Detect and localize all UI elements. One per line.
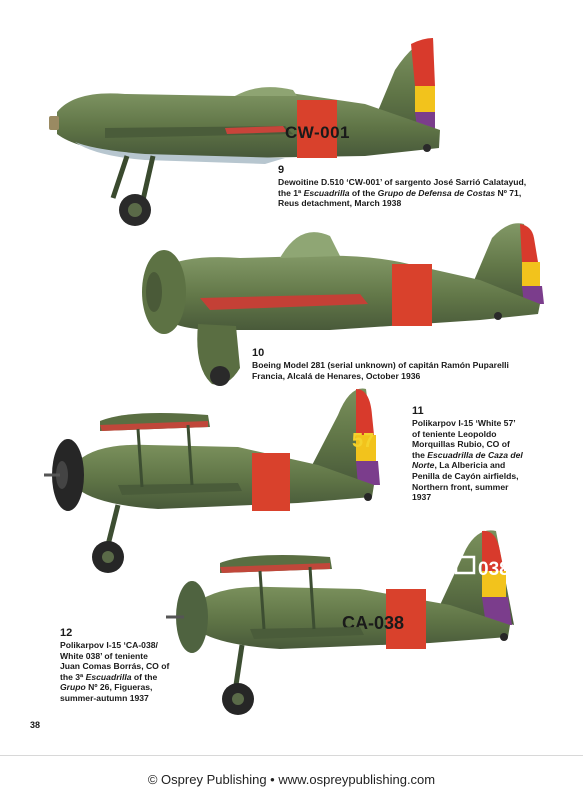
caption-line: White 038’ of teniente bbox=[60, 651, 169, 662]
tail-flag bbox=[520, 224, 544, 304]
caption-line: Polikarpov I-15 ‘CA-038/ bbox=[60, 640, 169, 651]
fuselage-band-red bbox=[392, 264, 432, 326]
plate-number: 9 bbox=[278, 164, 285, 176]
caption-text: White 038’ of teniente bbox=[60, 650, 148, 661]
caption-line: the Escuadrilla de Caza del bbox=[412, 450, 523, 461]
caption-italic-text: Escuadrilla bbox=[85, 671, 132, 682]
caption-line: the 1ª Escuadrilla of the Grupo de Defen… bbox=[278, 188, 526, 199]
white-square-marking bbox=[454, 555, 476, 575]
caption-line: Boeing Model 281 (serial unknown) of cap… bbox=[252, 360, 509, 371]
caption-line: Grupo Nº 26, Figueras, bbox=[60, 682, 169, 693]
publisher-footer: © Osprey Publishing • www.ospreypublishi… bbox=[147, 772, 436, 787]
caption-text: Francia, Alcalá de Henares, October 1936 bbox=[252, 370, 421, 381]
caption-text: Dewoitine D.510 ‘CW-001’ of sargento Jos… bbox=[278, 177, 527, 187]
caption-line: Juan Comas Borrás, CO of bbox=[60, 661, 169, 672]
caption-italic-text: Grupo de Defensa de Costas bbox=[377, 187, 496, 198]
fuselage-band-red bbox=[252, 453, 290, 511]
caption-text: Polikarpov I-15 ‘CA-038/ bbox=[60, 640, 158, 650]
aircraft-code: CW-001 bbox=[285, 123, 350, 142]
caption-text: 1937 bbox=[412, 492, 432, 503]
plate-boeing-281 bbox=[142, 223, 544, 386]
aircraft-code: 57 bbox=[352, 430, 374, 452]
caption-aircraft-9: 9 Dewoitine D.510 ‘CW-001’ of sargento J… bbox=[278, 164, 526, 209]
caption-italic-text: Escuadrilla de Caza del bbox=[427, 449, 523, 460]
caption-text: Northern front, summer bbox=[412, 481, 509, 492]
caption-text: Nº 71, bbox=[495, 187, 522, 198]
fuselage-band-red bbox=[386, 589, 426, 649]
caption-italic-text: Grupo bbox=[60, 682, 86, 693]
caption-text: Polikarpov I-15 ‘White 57’ bbox=[412, 418, 516, 428]
caption-text: the 1ª bbox=[278, 187, 304, 198]
caption-text: the bbox=[412, 449, 428, 460]
caption-line: the 3ª Escuadrilla of the bbox=[60, 672, 169, 683]
caption-text: of the bbox=[131, 671, 158, 682]
plate-dewoitine-d510: CW-001 bbox=[49, 38, 440, 226]
caption-line: Reus detachment, March 1938 bbox=[278, 198, 526, 209]
caption-line: Norte, La Albericia and bbox=[412, 460, 523, 471]
tail-flag bbox=[356, 389, 380, 485]
caption-italic-text: Escuadrilla bbox=[303, 187, 350, 198]
caption-text: Reus detachment, March 1938 bbox=[278, 198, 402, 209]
caption-line: Polikarpov I-15 ‘White 57’ bbox=[412, 418, 523, 429]
caption-text: Boeing Model 281 (serial unknown) of cap… bbox=[252, 360, 509, 370]
plate-number: 11 bbox=[412, 405, 424, 417]
footer-divider bbox=[0, 755, 583, 756]
plate-polikarpov-i15-038: 038 CA-038 bbox=[166, 530, 514, 715]
caption-aircraft-11: 11 Polikarpov I-15 ‘White 57’of teniente… bbox=[412, 405, 523, 503]
caption-text: of the bbox=[349, 187, 378, 198]
caption-line: Northern front, summer bbox=[412, 482, 523, 493]
caption-line: Dewoitine D.510 ‘CW-001’ of sargento Jos… bbox=[278, 177, 526, 188]
caption-line: 1937 bbox=[412, 492, 523, 503]
caption-aircraft-10: 10 Boeing Model 281 (serial unknown) of … bbox=[252, 347, 509, 381]
caption-text: Nº 26, Figueras, bbox=[85, 682, 153, 693]
caption-line: Penilla de Cayón airfields, bbox=[412, 471, 523, 482]
plate-number: 10 bbox=[252, 347, 265, 359]
caption-text: Morquillas Rubio, CO of bbox=[412, 439, 510, 450]
plate-polikarpov-i15-57: 57 bbox=[44, 388, 380, 573]
plate-number: 12 bbox=[60, 627, 73, 639]
caption-text: Juan Comas Borrás, CO of bbox=[60, 661, 170, 672]
caption-text: the 3ª bbox=[60, 671, 86, 682]
tail-code: 038 bbox=[478, 559, 510, 580]
caption-text: of teniente Leopoldo bbox=[412, 428, 497, 439]
fuselage-band-red bbox=[297, 100, 337, 158]
caption-text: , La Albericia and bbox=[434, 460, 506, 471]
caption-aircraft-12: 12 Polikarpov I-15 ‘CA-038/White 038’ of… bbox=[60, 627, 169, 704]
caption-line: of teniente Leopoldo bbox=[412, 429, 523, 440]
caption-italic-text: Norte bbox=[412, 460, 435, 471]
page-number: 38 bbox=[30, 720, 41, 730]
caption-text: Penilla de Cayón airfields, bbox=[412, 470, 519, 481]
tail-flag bbox=[482, 530, 512, 625]
caption-line: Morquillas Rubio, CO of bbox=[412, 439, 523, 450]
caption-line: Francia, Alcalá de Henares, October 1936 bbox=[252, 371, 509, 382]
caption-line: summer-autumn 1937 bbox=[60, 693, 169, 704]
caption-text: summer-autumn 1937 bbox=[60, 692, 149, 703]
